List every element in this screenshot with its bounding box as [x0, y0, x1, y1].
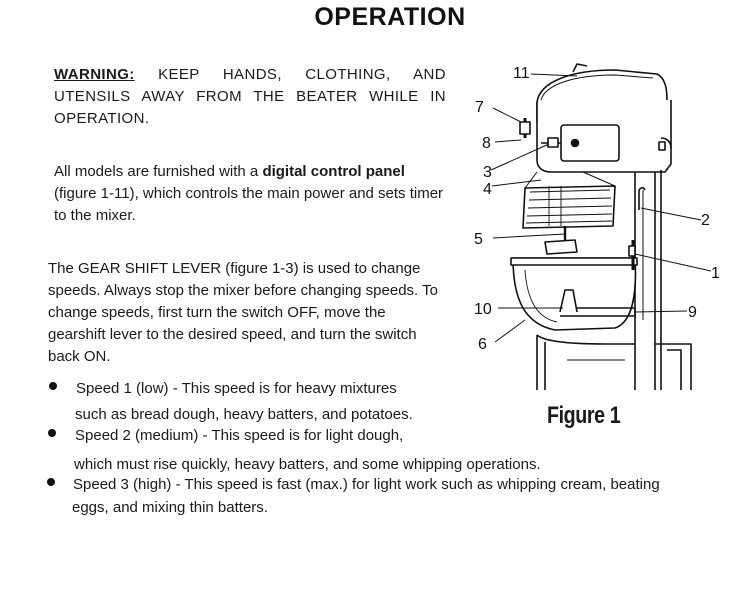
- warning-paragraph: WARNING: KEEP HANDS, CLOTHING, AND UTENS…: [54, 64, 446, 130]
- figure-caption: Figure 1: [547, 402, 621, 429]
- callout-2: 2: [701, 212, 710, 229]
- callout-3: 3: [483, 164, 492, 181]
- speed-3-line-1: Speed 3 (high) - This speed is fast (max…: [73, 476, 660, 493]
- warning-label: WARNING:: [54, 66, 135, 83]
- callout-10: 10: [474, 301, 492, 318]
- speed-1-line-1: Speed 1 (low) - This speed is for heavy …: [76, 380, 397, 397]
- speed-3-line-2: eggs, and mixing thin batters.: [72, 499, 268, 516]
- callout-11: 11: [513, 65, 530, 82]
- mixer-figure: 11 7 8 3 4 2 5 1 10 9 6: [474, 63, 720, 390]
- bullet-dot: [48, 429, 56, 437]
- speed-1-line-2: such as bread dough, heavy batters, and …: [75, 406, 413, 423]
- callout-1: 1: [711, 265, 720, 282]
- warning-text: KEEP HANDS, CLOTHING, AND UTENSILS AWAY …: [54, 66, 446, 127]
- callout-8: 8: [482, 135, 491, 152]
- callout-5: 5: [474, 231, 483, 248]
- speed-2-line-2: which must rise quickly, heavy batters, …: [74, 456, 541, 473]
- gear-shift-paragraph: The GEAR SHIFT LEVER (figure 1-3) is use…: [48, 260, 438, 365]
- page-title: OPERATION: [314, 3, 466, 31]
- control-panel-paragraph: All models are furnished with a digital …: [54, 161, 446, 227]
- control-panel-text-before: All models are furnished with a: [54, 163, 263, 180]
- callout-4: 4: [483, 181, 492, 198]
- speed-2-line-1: Speed 2 (medium) - This speed is for lig…: [75, 427, 404, 444]
- bullet-dot: [49, 382, 57, 390]
- control-panel-text-after: (figure 1-11), which controls the main p…: [54, 185, 444, 224]
- callout-7: 7: [475, 99, 484, 116]
- callout-9: 9: [688, 304, 697, 321]
- callout-6: 6: [478, 336, 487, 353]
- control-panel-bold-term: digital control panel: [262, 163, 405, 180]
- bullet-dot: [47, 478, 55, 486]
